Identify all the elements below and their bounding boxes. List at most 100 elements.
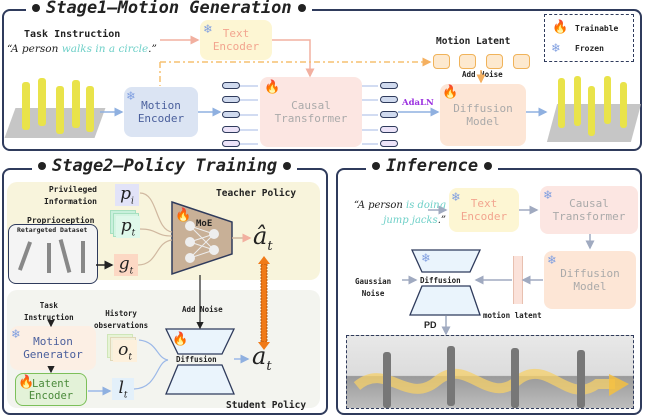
gt-sub: t	[129, 266, 134, 277]
lt-base: l	[118, 377, 124, 398]
quote-open: “A person	[7, 43, 62, 55]
stage1-diffusion-model: 🔥 Diffusion Model	[440, 84, 526, 146]
snowflake-icon: ❄	[204, 22, 212, 37]
a-sub: t	[266, 358, 272, 374]
ot-base: o	[118, 339, 129, 360]
causal-transformer-label: Causal Transformer	[274, 99, 348, 125]
token	[380, 82, 398, 89]
latent-encoder: 🔥 Latent Encoder	[15, 373, 87, 406]
quote-highlight: doing jump jacks	[383, 200, 446, 226]
inference-quote: “A person is doing jump jacks.”	[342, 198, 446, 228]
token	[380, 126, 398, 133]
diffusion-model-label: Diffusion Model	[453, 102, 513, 128]
history-observations-label: History observations	[94, 309, 149, 330]
stage2-title: Stage2—Policy Training	[32, 156, 298, 176]
fire-icon: 🔥	[18, 375, 35, 390]
pi-base: p	[120, 183, 131, 204]
stage1-quote: “A person walks in a circle.”	[7, 43, 157, 55]
stage1-title: Stage1—Motion Generation	[26, 0, 312, 18]
stage1-text-encoder: ❄ Text Encoder	[200, 20, 272, 60]
inference-title: Inference	[366, 156, 499, 176]
fire-icon: 🔥	[552, 20, 569, 35]
a-symbol: at	[252, 342, 272, 374]
quote-close: .”	[437, 215, 446, 226]
pi-sub: i	[131, 196, 134, 207]
inference-diffusion-label: Diffusion	[420, 276, 461, 285]
title-dot-left	[38, 162, 46, 170]
pt-symbol: pt	[121, 216, 136, 238]
snowflake-icon: ❄	[422, 251, 430, 266]
fire-icon: 🔥	[442, 85, 459, 100]
stage2-add-noise-label: Add Noise	[182, 305, 223, 314]
causal-transformer-label: Causal Transformer	[552, 197, 626, 223]
quote-highlight: is	[406, 200, 415, 211]
token	[222, 82, 240, 89]
snowflake-icon: ❄	[548, 253, 556, 268]
ot-symbol-stack: ot	[107, 334, 139, 364]
lt-symbol-box: lt	[112, 378, 134, 400]
token	[380, 111, 398, 118]
title-dot-right	[283, 162, 292, 170]
stage1-title-text: Stage1—Motion Generation	[46, 0, 292, 18]
title-dot-right	[484, 162, 493, 170]
title-dot-left	[32, 4, 40, 12]
pt-symbol-stack: pt	[110, 210, 140, 238]
retargeted-dataset-label: Retargeted Dataset	[17, 226, 88, 234]
snowflake-icon: ❄	[12, 327, 20, 342]
legend-frozen: Frozen	[575, 44, 604, 53]
pd-label: PD	[424, 320, 437, 330]
proprioception-label: Proprioception	[27, 216, 95, 225]
ot-symbol: ot	[118, 340, 132, 362]
task-instruction-label: Task Instruction	[24, 29, 121, 40]
gt-base: g	[118, 253, 130, 274]
motion-encoder-label: Motion Encoder	[137, 99, 185, 125]
motion-output-image	[546, 74, 642, 144]
latent-token	[513, 54, 530, 69]
gaussian-noise-label: Gaussian Noise	[355, 277, 392, 298]
latent-token	[433, 54, 450, 69]
snowflake-icon: ❄	[544, 188, 552, 203]
token	[222, 111, 240, 118]
motion-generator: ❄ Motion Generator	[10, 326, 96, 370]
stage1-motion-encoder: ❄ Motion Encoder	[124, 87, 198, 137]
student-policy-label: Student Policy	[226, 400, 307, 411]
retargeted-dataset: Retargeted Dataset	[8, 224, 98, 284]
pi-symbol: pi	[120, 184, 134, 206]
pi-symbol-box: pi	[115, 184, 139, 206]
adaln-label: AdaLN	[402, 98, 434, 108]
lt-symbol: lt	[118, 378, 127, 400]
a-base: a	[252, 342, 267, 370]
a-hat-base: â	[253, 222, 268, 250]
title-dot-right	[297, 4, 306, 12]
motion-latent-label: Motion Latent	[436, 36, 511, 47]
snowflake-icon: ❄	[127, 89, 135, 104]
latent-encoder-label: Latent Encoder	[28, 377, 74, 402]
a-hat-symbol: ât	[253, 222, 273, 254]
inference-diffusion-model: ❄ Diffusion Model	[544, 251, 636, 309]
stage2-diffusion-label: Diffusion	[176, 355, 217, 364]
pt-base: p	[120, 215, 132, 236]
snowflake-icon: ❄	[452, 190, 460, 205]
token	[222, 126, 240, 133]
diffusion-model-label: Diffusion Model	[560, 267, 620, 293]
privileged-info-label: Privileged Information	[44, 185, 97, 206]
teacher-policy-label: Teacher Policy	[216, 188, 297, 199]
quote-highlight: walks in a circle	[61, 43, 149, 55]
latent-token	[486, 54, 503, 69]
task-instruction-label-2: Task Instruction	[24, 301, 74, 322]
motion-generator-label: Motion Generator	[23, 335, 83, 361]
stage1-causal-transformer: 🔥 Causal Transformer	[260, 77, 362, 147]
gt-symbol: gt	[119, 254, 134, 276]
inference-text-encoder: ❄ Text Encoder	[449, 188, 519, 232]
token	[222, 140, 240, 147]
legend: 🔥 Trainable ❄ Frozen	[544, 14, 634, 62]
ot-sub: t	[128, 352, 132, 363]
pt-sub: t	[131, 228, 136, 239]
latent-token	[459, 54, 476, 69]
stage2-title-text: Stage2—Policy Training	[52, 156, 278, 176]
quote-open: “A person	[353, 200, 406, 211]
inference-title-text: Inference	[386, 156, 479, 176]
